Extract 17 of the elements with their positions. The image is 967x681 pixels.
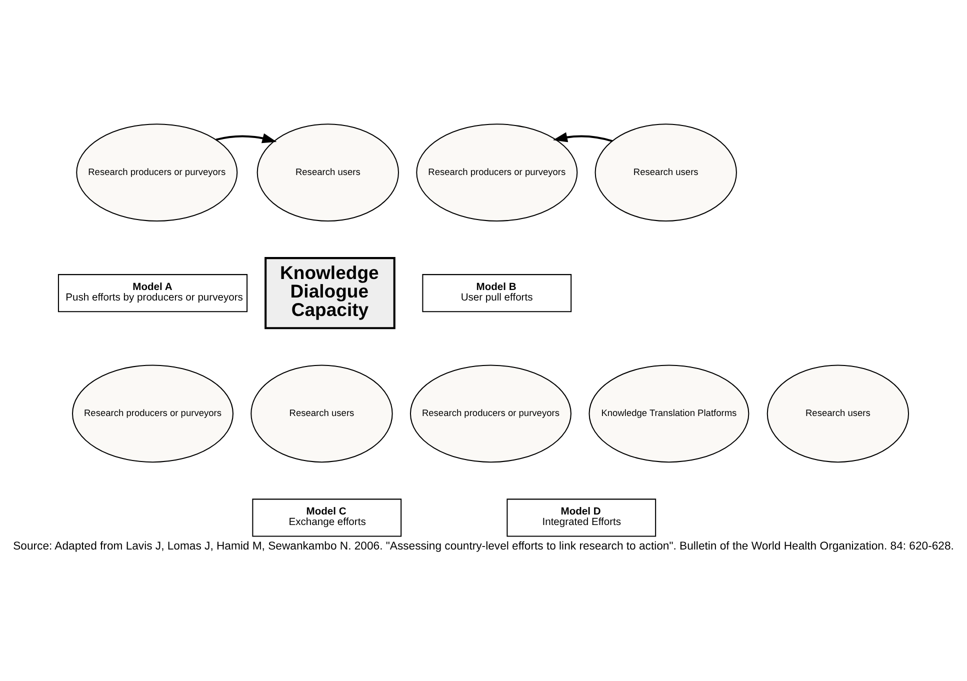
node-ellipse: Research users <box>594 124 737 222</box>
node-box: Knowledge Dialogue Capacity <box>264 257 396 330</box>
node-ellipse: Research producers or purveyors <box>416 124 578 222</box>
node-box: Model A Push efforts by producers or purveyors <box>58 274 248 312</box>
node-ellipse: Research users <box>256 124 399 222</box>
node-box: Model C Exchange efforts <box>252 498 402 537</box>
node-ellipse: Research users <box>250 364 393 463</box>
node-ellipse: Research producers or purveyors <box>76 124 238 222</box>
node-ellipse: Knowledge Translation Platforms <box>588 364 750 463</box>
node-ellipse: Research producers or purveyors <box>72 364 234 463</box>
node-ellipse: Research producers or purveyors <box>410 364 572 463</box>
arrow <box>216 133 277 144</box>
node-box: Model B User pull efforts <box>422 274 572 312</box>
caption: Source: Adapted from Lavis J, Lomas J, Hamid M, Sewankambo N. 2006. "Assessing country-level efforts to link research to action". Bulletin of the World Health Organization. 84: 620-628. <box>13 540 954 552</box>
node-box: Model D Integrated Efforts <box>506 498 656 537</box>
arrow <box>552 132 612 142</box>
node-ellipse: Research users <box>766 364 910 463</box>
